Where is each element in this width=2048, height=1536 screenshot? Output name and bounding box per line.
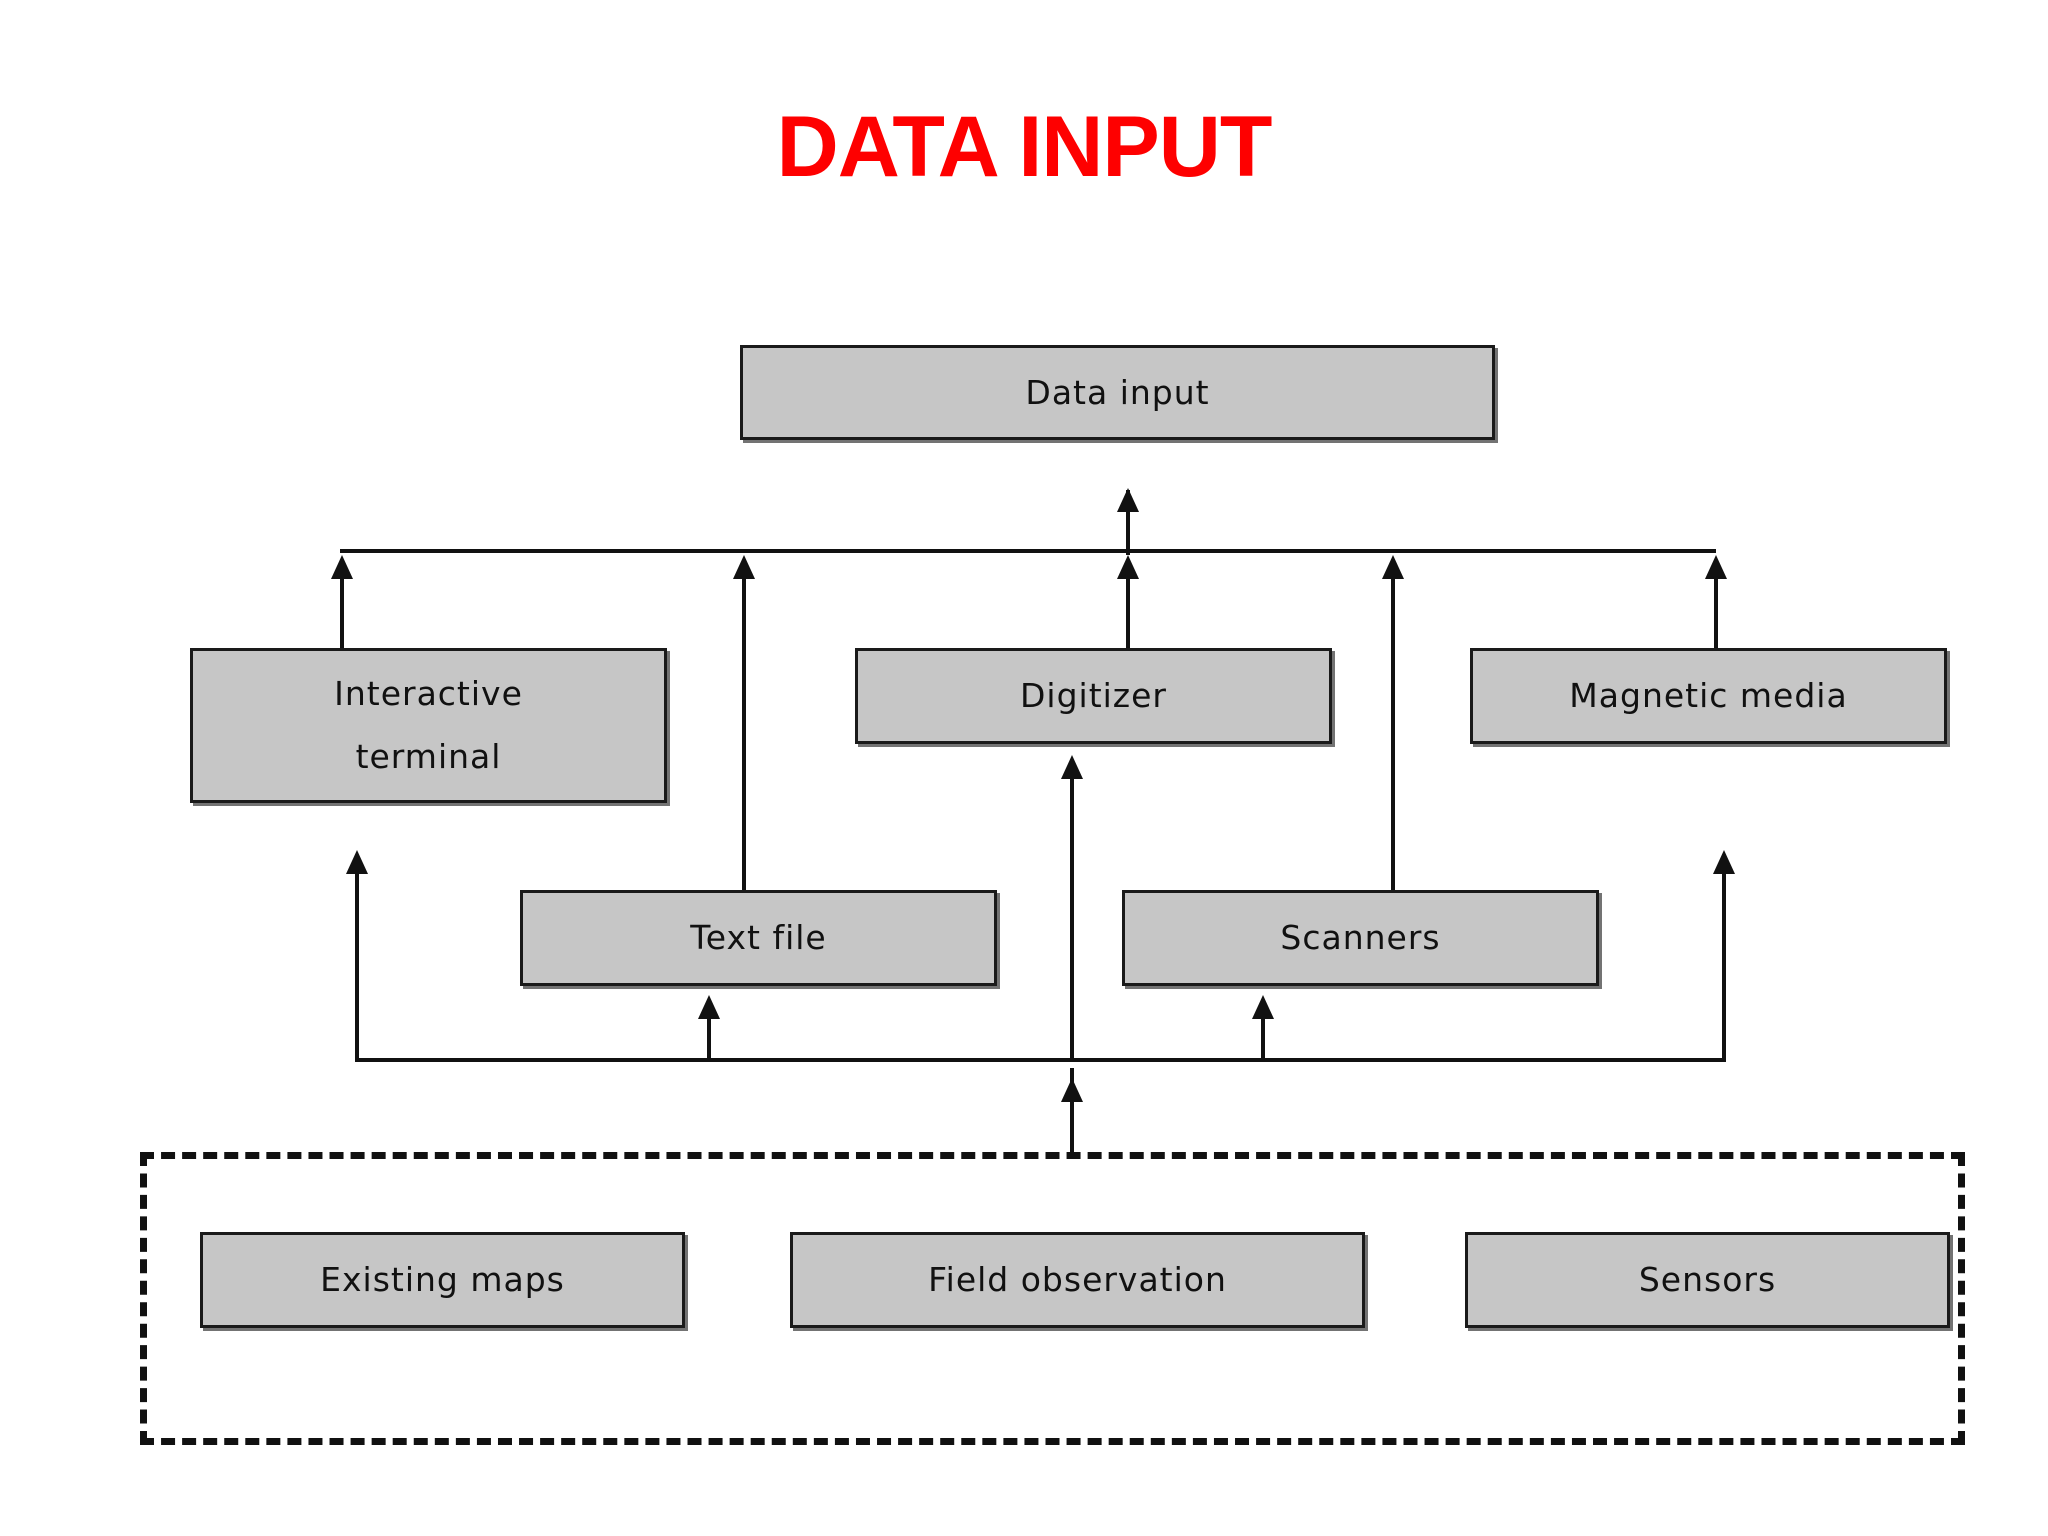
node-interactive-terminal-label-line1: Interactive (334, 673, 523, 713)
connector-sources-to-lower-bus (1070, 1068, 1074, 1158)
arrowhead-bus-to-data-input (1117, 488, 1139, 512)
page-title: DATA INPUT (776, 99, 1273, 195)
arrowhead-lower-bus-to-interactive-terminal (346, 850, 368, 874)
arrowhead-digitizer-to-bus (1117, 555, 1139, 579)
node-magnetic-media-label: Magnetic media (1569, 676, 1848, 716)
arrowhead-interactive-terminal-to-bus (331, 555, 353, 579)
connector-lower-bus-to-scanners (1261, 1000, 1265, 1062)
node-magnetic-media[interactable]: Magnetic media (1470, 648, 1947, 744)
connector-bus-to-data-input (1126, 490, 1130, 555)
node-field-observation-label: Field observation (928, 1260, 1227, 1300)
node-sensors-label: Sensors (1638, 1260, 1777, 1300)
node-sensors[interactable]: Sensors (1465, 1232, 1950, 1328)
arrowhead-lower-bus-to-magnetic-media (1713, 850, 1735, 874)
data-sources-group (140, 1152, 1965, 1445)
arrowhead-lower-bus-to-text-file (698, 995, 720, 1019)
connector-scanners-to-bus (1391, 560, 1395, 890)
node-text-file[interactable]: Text file (520, 890, 997, 986)
connector-digitizer-to-bus (1126, 560, 1130, 652)
connector-lower-bus-to-interactive-terminal (355, 855, 359, 1062)
connector-interactive-terminal-to-bus (340, 560, 344, 652)
node-interactive-terminal[interactable]: Interactive terminal (190, 648, 667, 803)
node-data-input-label: Data input (1025, 372, 1210, 412)
bus-line-upper (340, 549, 1716, 553)
arrowhead-lower-bus-to-scanners (1252, 995, 1274, 1019)
arrowhead-text-file-to-bus (733, 555, 755, 579)
connector-text-file-to-bus (742, 560, 746, 890)
arrowhead-lower-bus-to-digitizer (1061, 755, 1083, 779)
node-existing-maps-label: Existing maps (320, 1260, 565, 1300)
connector-lower-bus-to-magnetic-media (1722, 855, 1726, 1062)
node-field-observation[interactable]: Field observation (790, 1232, 1365, 1328)
node-data-input[interactable]: Data input (740, 345, 1495, 440)
connector-lower-bus-to-text-file (707, 1000, 711, 1062)
node-scanners-label: Scanners (1280, 918, 1441, 958)
node-text-file-label: Text file (690, 918, 827, 958)
arrowhead-magnetic-media-to-bus (1705, 555, 1727, 579)
node-digitizer-label: Digitizer (1020, 676, 1167, 716)
node-scanners[interactable]: Scanners (1122, 890, 1599, 986)
node-digitizer[interactable]: Digitizer (855, 648, 1332, 744)
arrowhead-scanners-to-bus (1382, 555, 1404, 579)
connector-lower-bus-to-digitizer (1070, 760, 1074, 1060)
bus-line-lower (355, 1058, 1726, 1062)
node-existing-maps[interactable]: Existing maps (200, 1232, 685, 1328)
arrowhead-sources-to-lower-bus (1061, 1078, 1083, 1102)
node-interactive-terminal-label-line2: terminal (355, 736, 502, 776)
connector-magnetic-media-to-bus (1714, 560, 1718, 652)
